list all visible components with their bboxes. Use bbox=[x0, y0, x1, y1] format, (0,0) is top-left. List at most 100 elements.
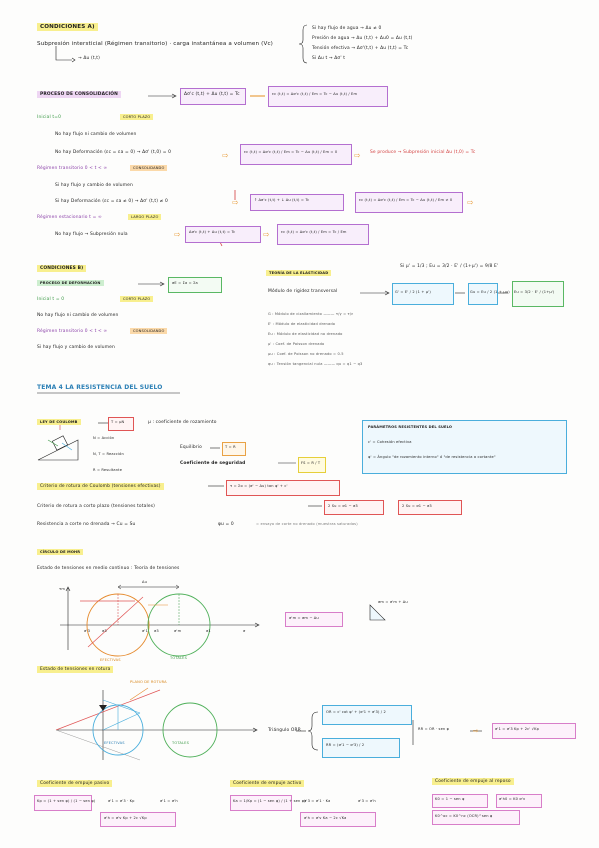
section-header: TEORÍA DE LA ELASTICIDAD bbox=[266, 270, 332, 276]
legend-line: Eu : Módulo de elasticidad no drenado bbox=[268, 332, 343, 336]
g-eq: G' = E' / 2 (1 + μ') bbox=[395, 290, 431, 294]
criterio-label: Criterio de rotura de Coulomb (tensiones… bbox=[37, 483, 164, 490]
mohr-formula: σ'm = σm − Δu bbox=[289, 616, 319, 620]
activo-ka: Ka = 1/Kp = (1 − sen φ) / (1 + sen φ) bbox=[233, 799, 306, 803]
sin-eq: RR = OR · sen φ bbox=[418, 727, 450, 731]
activo-eq-2: σ'3 = σ'h bbox=[358, 799, 376, 803]
eq-box bbox=[492, 723, 576, 739]
note-4: Si Δu t → Δσ' t bbox=[312, 56, 346, 61]
section-header: CONDICIONES A) bbox=[37, 23, 98, 31]
gu-eq: Gu = Eu / 2 (1 + μu) bbox=[470, 290, 510, 294]
rotura-eq-1: 2 Su = σ1 − σ3 bbox=[328, 504, 358, 508]
tau-axis-label: τm bbox=[59, 587, 65, 591]
arrow-head bbox=[171, 93, 177, 99]
reposo-k0: K0 = 1 − sen φ bbox=[435, 797, 465, 801]
text-line: Si hay Deformación (εc = εa ≠ 0) → Δσ' (… bbox=[55, 199, 168, 204]
triangle-eq: σm = σ'm + Δu bbox=[378, 600, 408, 604]
legend-line: G : Módulo de cizallamiento ——— τ/γ = τ/… bbox=[268, 312, 354, 316]
plano-rotura-label: PLANO DE ROTURA bbox=[130, 680, 167, 684]
params-title: PARÁMETROS RESISTENTES DEL SUELO bbox=[368, 425, 453, 429]
force-label: R = Resultante bbox=[93, 468, 123, 472]
inicial-label: Inicial t=0 bbox=[37, 115, 62, 120]
rotura-title: Estado de tensiones en rotura bbox=[37, 666, 114, 673]
eq-transitorio-1: ↑ Δσ'c (t,t) + ↓ Δu (t,t) = Tc bbox=[254, 198, 310, 202]
double-arrow-icon: ⇨ bbox=[354, 151, 361, 160]
eq-box bbox=[185, 226, 261, 243]
pasivo-eq-2: σ'1 = σ'h bbox=[160, 799, 178, 803]
params-box bbox=[362, 420, 567, 474]
legend-line: μ' : Coef. de Poisson drenado bbox=[268, 342, 325, 346]
tick-label: σ3 bbox=[102, 629, 107, 633]
double-arrow-icon: ⇨ bbox=[174, 230, 181, 239]
section-header: PROCESO DE CONSOLIDACIÓN bbox=[37, 91, 122, 98]
mohr-triangle bbox=[369, 604, 386, 621]
eq-box bbox=[468, 283, 498, 305]
eq-box bbox=[34, 795, 92, 811]
coulomb-eq: T = μN bbox=[111, 420, 125, 424]
tag: CORTO PLAZO bbox=[120, 114, 154, 120]
legend-line: E' : Módulo de elasticidad drenado bbox=[268, 322, 336, 326]
eq-estacionario-1: Δσ'c (t,t) + Δu (t,t) = Tc bbox=[189, 230, 236, 234]
u-label: → Δu (t,t) bbox=[78, 56, 101, 61]
totales-label: TOTALES bbox=[170, 656, 188, 660]
tag: LARGO PLAZO bbox=[128, 214, 162, 220]
reposo-title: Coeficiente de empuje al reposo bbox=[432, 778, 514, 785]
mohr-diagram-2 bbox=[55, 687, 258, 761]
eq-box bbox=[100, 812, 176, 827]
eq-main: Δσ'c (t,t) + Δu (t,t) = Tc bbox=[184, 92, 240, 97]
section-header: CONDICIONES B) bbox=[37, 265, 87, 272]
text-line: Si hay flujo y cambio de volumen bbox=[55, 183, 133, 188]
proceso-label: PROCESO DE DEFORMACIÓN bbox=[37, 280, 104, 286]
brace bbox=[298, 24, 308, 64]
eq-box bbox=[432, 810, 520, 825]
eq-box bbox=[496, 794, 542, 808]
arrow-head bbox=[159, 281, 165, 287]
text-line: No hay flujo → Subpresión nula bbox=[55, 232, 128, 237]
eq-box bbox=[300, 812, 376, 827]
force-label: N, T = Reacción bbox=[93, 452, 124, 456]
rotura-label: Criterio de rotura a corto plazo (tensio… bbox=[37, 504, 155, 509]
coef-seguridad-label: Coeficiente de seguridad bbox=[180, 461, 246, 466]
eq-box bbox=[277, 224, 369, 245]
section-header: LEY DE COULOMB bbox=[37, 419, 81, 425]
eq-box bbox=[250, 194, 344, 211]
rotura-result: σ'1 = σ'3 Kp + 2c' √Kp bbox=[495, 727, 540, 731]
pasivo-eq-3: σ'h = σ'v Kp + 2c √Kp bbox=[104, 816, 147, 820]
tag: CONSOLIDANDO bbox=[130, 328, 168, 334]
tick-label: σ3 bbox=[154, 629, 159, 633]
subpresion-line: Subpresión intersticial (Régimen transit… bbox=[37, 41, 274, 47]
eq-box bbox=[230, 795, 292, 811]
eq-box bbox=[322, 705, 412, 725]
note-3: Tensión efectiva → Δσ'(t,t) + Δu (t,t) =… bbox=[312, 46, 409, 51]
estacionario-label: Régimen estacionario t = ∞ bbox=[37, 215, 102, 220]
eq-box bbox=[285, 612, 343, 627]
legend-line: qu : Tensión tangencial nula ——— qu = q1… bbox=[268, 362, 363, 366]
text-line: No hay flujo ni cambio de volumen bbox=[37, 313, 119, 318]
phi-u: φu = 0 bbox=[218, 522, 234, 527]
text-line: Si hay flujo y cambio de volumen bbox=[37, 345, 115, 350]
eq-box bbox=[222, 442, 246, 456]
section-header: CÍRCULO DE MOHR bbox=[37, 549, 84, 555]
brace bbox=[307, 711, 319, 751]
reposo-eq-1: σ'h0 = K0 σ'v bbox=[499, 797, 526, 801]
eq-box bbox=[322, 738, 400, 758]
tri-eq-1: OR = c' cot φ' + (σ'1 + σ'3) / 2 bbox=[326, 710, 386, 714]
eq-box bbox=[180, 88, 246, 105]
pasivo-title: Coeficiente de empuje pasivo bbox=[37, 780, 113, 787]
mu-def: μ : coeficiente de rozamiento bbox=[148, 420, 217, 425]
efectivas-label: EFECTIVAS bbox=[100, 658, 121, 662]
mohr-diagram-1 bbox=[60, 584, 260, 657]
eq-box bbox=[512, 281, 564, 307]
eq-transitorio-2: εc (t,t) = Δσ'c (t,t) / Em = Tc − Δu (t,… bbox=[359, 198, 453, 202]
eu-eq: Eu = 3/2 · E' / (1+μ') bbox=[514, 290, 555, 294]
arrow-head bbox=[384, 290, 390, 296]
pasivo-kp: Kp = (1 + sen φ) / (1 − sen φ) bbox=[37, 799, 96, 803]
estado-tension: Estado de tensiones en medio continuo : … bbox=[37, 566, 180, 571]
totales-label: TOTALES bbox=[172, 741, 190, 745]
eq-b: σE = Σa = Σa bbox=[172, 281, 198, 285]
tick-label: σ'm bbox=[174, 629, 182, 633]
top-eq: Si μ' = 1/3 ; Eu = 3/2 · E' / (1+μ') = 9… bbox=[400, 264, 499, 269]
tema-title: TEMA 4 LA RESISTENCIA DEL SUELO bbox=[37, 384, 163, 391]
arrow-line bbox=[55, 46, 72, 61]
